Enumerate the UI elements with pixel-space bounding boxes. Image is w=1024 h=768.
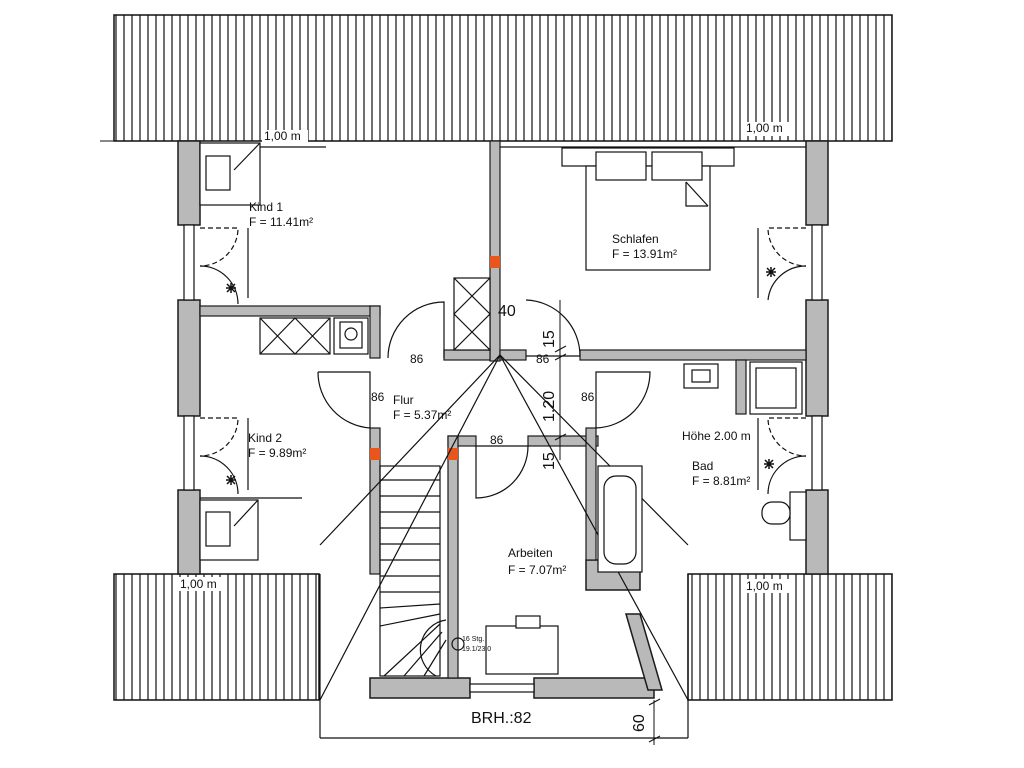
roof-label-bottom-left: 1,00 m bbox=[180, 577, 217, 591]
room-kind1-name: Kind 1 bbox=[249, 200, 283, 214]
interior-walls bbox=[199, 140, 807, 679]
roof-bottom-right bbox=[687, 573, 893, 701]
room-kind1-area: F = 11.41m² bbox=[249, 215, 313, 229]
room-bad-area: F = 8.81m² bbox=[692, 474, 750, 488]
door-swings bbox=[199, 227, 807, 499]
room-flur-area: F = 5.37m² bbox=[393, 408, 451, 422]
room-kind2-name: Kind 2 bbox=[248, 431, 282, 445]
room-schlafen-name: Schlafen bbox=[612, 232, 659, 246]
ceiling-height-label: Höhe 2.00 m bbox=[682, 429, 751, 443]
dim-40: 40 bbox=[498, 303, 516, 320]
roof-label-bottom-right: 1,00 m bbox=[746, 579, 783, 593]
room-arbeiten-area: F = 7.07m² bbox=[508, 563, 566, 577]
room-flur-name: Flur bbox=[393, 393, 414, 407]
stair-ratio-label: 19.1/23.0 bbox=[462, 646, 491, 653]
room-arbeiten-name: Arbeiten bbox=[508, 546, 553, 560]
parapet-height-label: BRH.:82 bbox=[471, 710, 532, 727]
room-labels: Kind 1 F = 11.41m² Schlafen F = 13.91m² … bbox=[248, 200, 750, 577]
door-width-schlafen: 86 bbox=[536, 352, 550, 366]
door-width-flur-left: 86 bbox=[371, 390, 385, 404]
roof-label-top-right: 1,00 m bbox=[746, 121, 783, 135]
star-marks bbox=[226, 267, 776, 485]
dimension-lines bbox=[554, 300, 661, 745]
dim-15-top: 15 bbox=[541, 330, 558, 348]
furniture bbox=[199, 142, 807, 675]
staircase bbox=[379, 465, 465, 677]
stair-steps-label: 16 Stg. bbox=[462, 636, 484, 643]
door-width-flur-top: 86 bbox=[410, 352, 424, 366]
roof-bottom-left bbox=[113, 573, 320, 701]
door-width-bad: 86 bbox=[581, 390, 595, 404]
dim-60: 60 bbox=[631, 714, 648, 732]
roof-top bbox=[113, 14, 893, 142]
door-width-arbeiten: 86 bbox=[490, 433, 504, 447]
room-bad-name: Bad bbox=[692, 459, 713, 473]
room-schlafen-area: F = 13.91m² bbox=[612, 247, 677, 261]
dim-120: 1.20 bbox=[541, 391, 558, 422]
room-kind2-area: F = 9.89m² bbox=[248, 446, 306, 460]
roof-label-top-left: 1,00 m bbox=[264, 129, 301, 143]
dim-15-bottom: 15 bbox=[541, 452, 558, 470]
windows bbox=[183, 224, 823, 693]
accent-markers bbox=[370, 256, 500, 460]
